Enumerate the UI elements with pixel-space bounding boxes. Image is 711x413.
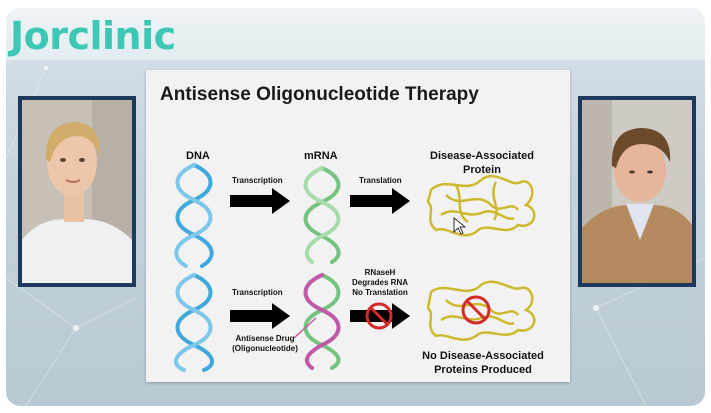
person-avatar [582, 100, 692, 283]
arrow-right-icon [230, 303, 290, 329]
blocked-sign-icon [365, 302, 393, 330]
no-protein-label: No Disease-Associated Proteins Produced [408, 350, 558, 378]
aso-diagram [174, 163, 536, 372]
transcription-label: Transcription [232, 288, 283, 297]
brand-logo: Jorclinic [10, 14, 176, 58]
mrna-drug-helix-icon [303, 273, 341, 370]
antisense-drug-label: Antisense Drug (Oligonucleotide) [220, 334, 310, 354]
mrna-helix-icon [303, 166, 341, 264]
protein-label: Disease-Associated Protein [422, 150, 542, 178]
rnaseh-label: RNaseH Degrades RNA No Translation [350, 268, 410, 298]
transcription-label: Transcription [232, 176, 283, 185]
blocked-sign-icon [461, 295, 491, 325]
protein-structure-icon [426, 174, 536, 237]
drug-label-line2: (Oligonucleotide) [232, 344, 298, 353]
drug-pointer-line [293, 317, 317, 339]
rnaseh-line2: Degrades RNA [351, 278, 408, 287]
arrow-right-icon [230, 188, 290, 214]
arrow-right-icon [350, 188, 410, 214]
result-line1: No Disease-Associated [422, 350, 544, 362]
drug-label-line1: Antisense Drug [235, 334, 295, 343]
video-call-frame: Jorclinic [6, 8, 705, 406]
protein-structure-icon [426, 280, 536, 341]
mrna-label: mRNA [304, 150, 338, 162]
dna-helix-icon [174, 273, 214, 372]
presentation-slide: Antisense Oligonucleotide Therapy [146, 70, 570, 382]
dna-label: DNA [186, 150, 210, 162]
dna-helix-icon [174, 163, 214, 268]
mouse-cursor-icon [453, 217, 467, 235]
protein-label-line1: Disease-Associated [430, 150, 534, 162]
participant-video-left[interactable] [18, 96, 136, 287]
slide-title: Antisense Oligonucleotide Therapy [160, 84, 479, 105]
participant-video-right[interactable] [578, 96, 696, 287]
protein-label-line2: Protein [463, 163, 501, 176]
rnaseh-line1: RNaseH [364, 268, 396, 277]
person-avatar [22, 100, 132, 283]
result-line2: Proteins Produced [434, 363, 532, 376]
translation-label: Translation [359, 176, 402, 185]
top-banner: Jorclinic [6, 8, 705, 60]
rnaseh-line3: No Translation [352, 288, 408, 297]
